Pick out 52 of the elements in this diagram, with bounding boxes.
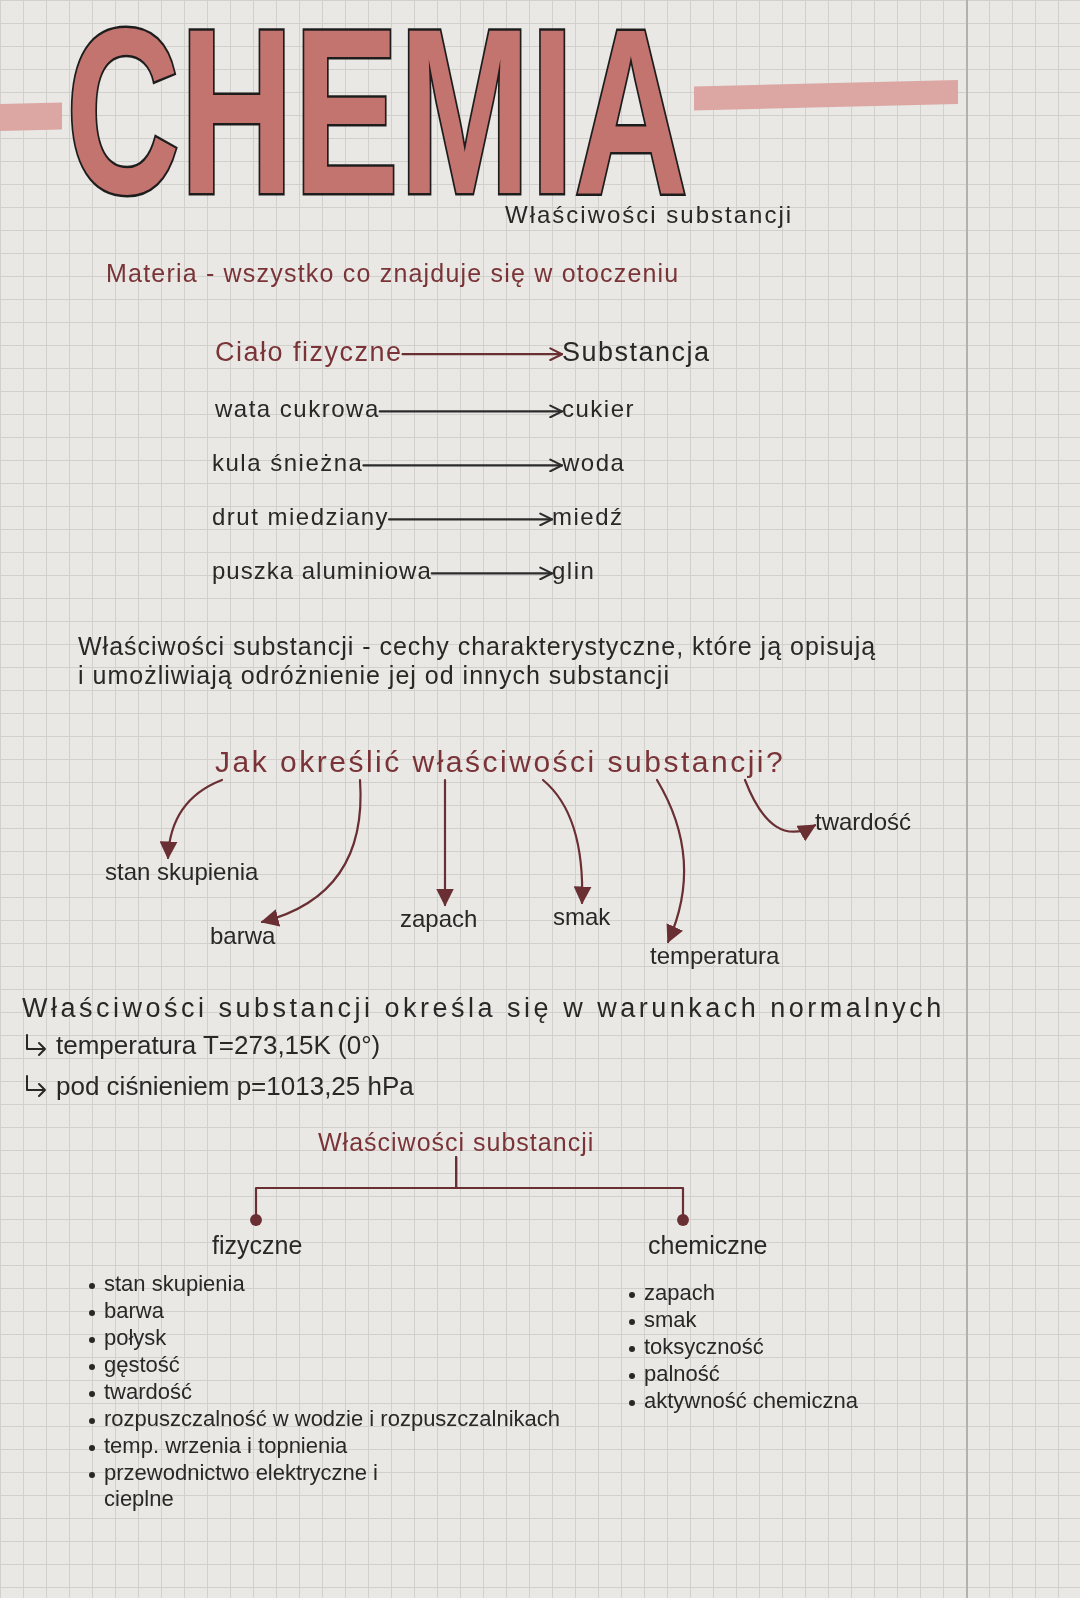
arrow bbox=[541, 778, 592, 905]
arrow bbox=[401, 347, 564, 362]
list-item: barwa bbox=[104, 1298, 164, 1325]
substance-label: glin bbox=[552, 557, 596, 586]
property-label: zapach bbox=[400, 905, 478, 934]
list-item: zapach bbox=[644, 1280, 715, 1307]
note-text: temperatura T=273,15K (0°) bbox=[56, 1030, 381, 1062]
list-item: twardość bbox=[104, 1379, 193, 1406]
substance-label: cukier bbox=[562, 395, 636, 424]
property-label: stan skupienia bbox=[105, 858, 259, 887]
list-item: przewodnictwo elektryczne i cieplne bbox=[104, 1460, 379, 1513]
arrow bbox=[160, 778, 224, 860]
object-label: drut miedziany bbox=[212, 503, 390, 532]
list-item: palność bbox=[644, 1361, 720, 1388]
substance-label: miedź bbox=[552, 503, 624, 532]
property-label: temperatura bbox=[650, 942, 780, 971]
definition-text: Materia - wszystko co znajduje się w otoczeniu bbox=[106, 258, 680, 288]
arrow bbox=[743, 778, 817, 841]
arrow bbox=[260, 778, 362, 926]
property-label: barwa bbox=[210, 922, 276, 951]
property-label: smak bbox=[553, 903, 611, 932]
category-label: chemiczne bbox=[648, 1220, 768, 1260]
list-item: stan skupienia bbox=[104, 1271, 245, 1298]
note-text: Właściwości substancji określa się w warunkach normalnych bbox=[22, 992, 945, 1025]
question-heading: Jak określić właściwości substancji? bbox=[215, 744, 786, 780]
substance-label: Substancja bbox=[562, 336, 711, 369]
list-item: toksyczność bbox=[644, 1334, 764, 1361]
substance-label: woda bbox=[562, 449, 626, 478]
object-label: Ciało fizyczne bbox=[215, 336, 403, 369]
object-label: wata cukrowa bbox=[215, 395, 380, 424]
title-heading: CHEMIA bbox=[66, 24, 688, 199]
arrow bbox=[436, 778, 454, 907]
arrow bbox=[387, 512, 554, 527]
object-label: kula śnieżna bbox=[212, 449, 364, 478]
connector-line bbox=[455, 1155, 689, 1226]
list-item: rozpuszczalność w wodzie i rozpuszczalnikach bbox=[104, 1406, 561, 1433]
category-heading: Właściwości substancji bbox=[318, 1127, 595, 1157]
note-text: pod ciśnieniem p=1013,25 hPa bbox=[56, 1071, 414, 1103]
arrow bbox=[378, 404, 564, 419]
category-label: fizyczne bbox=[212, 1220, 303, 1260]
list-item: temp. wrzenia i topnienia bbox=[104, 1433, 348, 1460]
list-item: połysk bbox=[104, 1325, 167, 1352]
object-label: puszka aluminiowa bbox=[212, 557, 432, 586]
subtitle: Właściwości substancji bbox=[505, 201, 794, 230]
arrow bbox=[430, 566, 554, 581]
arrow bbox=[362, 458, 564, 473]
list-item: smak bbox=[644, 1307, 697, 1334]
definition-text: Właściwości substancji - cechy charakterystyczne, które ją opisują i umożliwiają odróżnienie jej od innych substancji bbox=[78, 632, 878, 690]
list-item: gęstość bbox=[104, 1352, 180, 1379]
list-item: aktywność chemiczna bbox=[644, 1388, 858, 1415]
arrow bbox=[655, 778, 686, 944]
property-label: twardość bbox=[815, 808, 912, 837]
